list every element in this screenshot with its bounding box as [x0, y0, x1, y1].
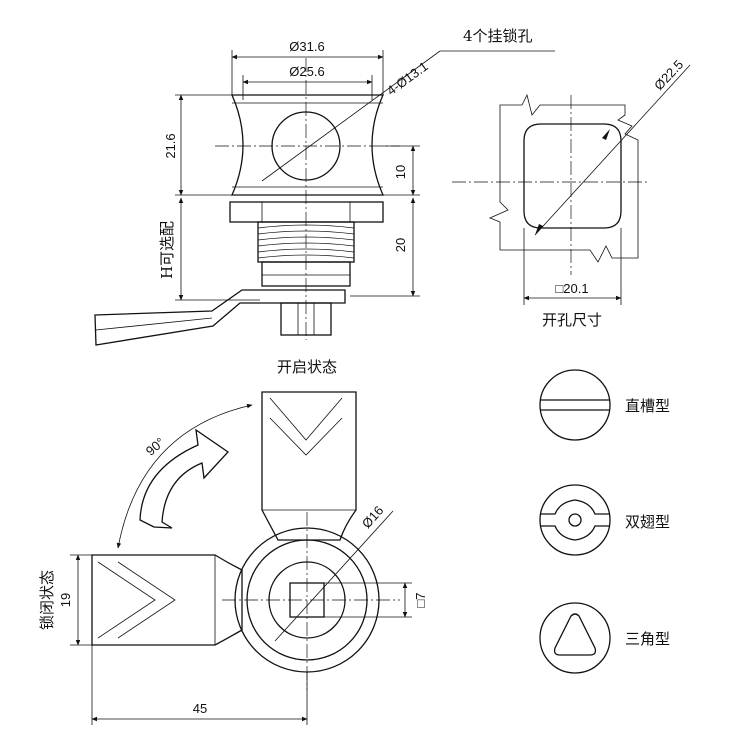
dim-h19: 19 — [58, 593, 73, 607]
cam-arm — [94, 289, 346, 346]
triangle-type: 三角型 — [539, 602, 670, 674]
dim-sq20-1: □20.1 — [555, 281, 588, 296]
dim-d25-6: Ø25.6 — [289, 64, 324, 79]
triangle-type-icon — [539, 602, 611, 674]
label-triangle-type: 三角型 — [625, 630, 670, 648]
dim-holes: 4-Ø13.1 — [384, 58, 431, 98]
dim-d16: Ø16 — [359, 503, 387, 531]
hex-nut — [229, 201, 384, 223]
panel-break-outline — [488, 93, 639, 263]
dim-h20: 20 — [393, 238, 408, 252]
label-cutout-size: 开孔尺寸 — [542, 311, 602, 329]
double-wing-icon — [539, 484, 611, 556]
cutout-hole — [523, 123, 622, 229]
label-open-state: 开启状态 — [277, 358, 337, 376]
dim-sq7: □7 — [413, 592, 428, 607]
double-wing-type: 双翅型 — [539, 484, 670, 556]
dim-angle90: 90° — [143, 434, 168, 458]
cam-locked — [91, 554, 243, 646]
slot-type-icon — [539, 369, 611, 441]
rotation-arrow-icon — [139, 428, 229, 529]
label-h-optional: H可选配 — [158, 221, 176, 279]
dim-w45: 45 — [193, 701, 207, 716]
cutout-view: Ø22.5 □20.1 开孔尺寸 — [452, 57, 691, 329]
key-types: 直槽型 双翅型 三角型 — [539, 369, 670, 674]
dim-h10: 10 — [393, 165, 408, 179]
dim-h21-6: 21.6 — [163, 133, 178, 158]
cam-open — [261, 391, 357, 541]
slot-type: 直槽型 — [539, 369, 670, 441]
front-view: Ø31.6 Ø25.6 4-Ø13.1 4个挂锁孔 21.6 H可选配 10 2… — [94, 27, 555, 346]
label-locked-state: 锁闭状态 — [38, 570, 56, 630]
label-double-wing-type: 双翅型 — [625, 513, 670, 531]
rotation-view: 开启状态 90° Ø16 □7 19 锁闭状态 — [38, 358, 428, 725]
label-slot-type: 直槽型 — [625, 397, 670, 415]
label-padlock-holes: 4个挂锁孔 — [463, 27, 533, 45]
dim-d31-6: Ø31.6 — [289, 39, 324, 54]
